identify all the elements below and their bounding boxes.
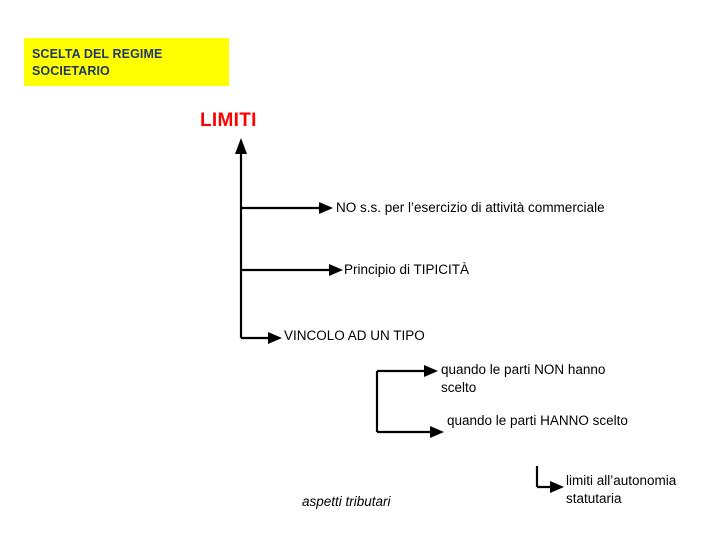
label-limiti-autonomia-statutaria: limiti all’autonomia statutaria (566, 473, 677, 506)
label-principio-tipicita: Principio di TIPICITÀ (344, 262, 470, 277)
arrowhead-statutaria (550, 481, 564, 493)
arrowhead-no-ss (319, 202, 333, 214)
arrowhead-vincolo (268, 332, 282, 344)
arrowhead-tipicita (329, 264, 343, 276)
label-vincolo-un-tipo: VINCOLO AD UN TIPO (284, 328, 425, 343)
label-aspetti-tributari: aspetti tributari (302, 494, 391, 509)
title-line-2: SOCIETARIO (32, 63, 110, 78)
page-title-limiti: LIMITI (200, 110, 257, 131)
arrowheads (235, 138, 564, 493)
title-line-1: SCELTA DEL REGIME (32, 47, 163, 61)
title-box: SCELTA DEL REGIME SOCIETARIO (24, 38, 229, 86)
label-parti-hanno-scelto: quando le parti HANNO scelto (447, 413, 628, 428)
arrowhead-hanno-scelto (430, 426, 444, 438)
label-no-societa-semplice: NO s.s. per l’esercizio di attività comm… (336, 200, 605, 215)
arrowhead-non-scelto (424, 365, 438, 377)
label-parti-non-hanno-scelto: quando le parti NON hanno scelto (441, 362, 606, 395)
arrowhead-limiti (235, 138, 247, 154)
